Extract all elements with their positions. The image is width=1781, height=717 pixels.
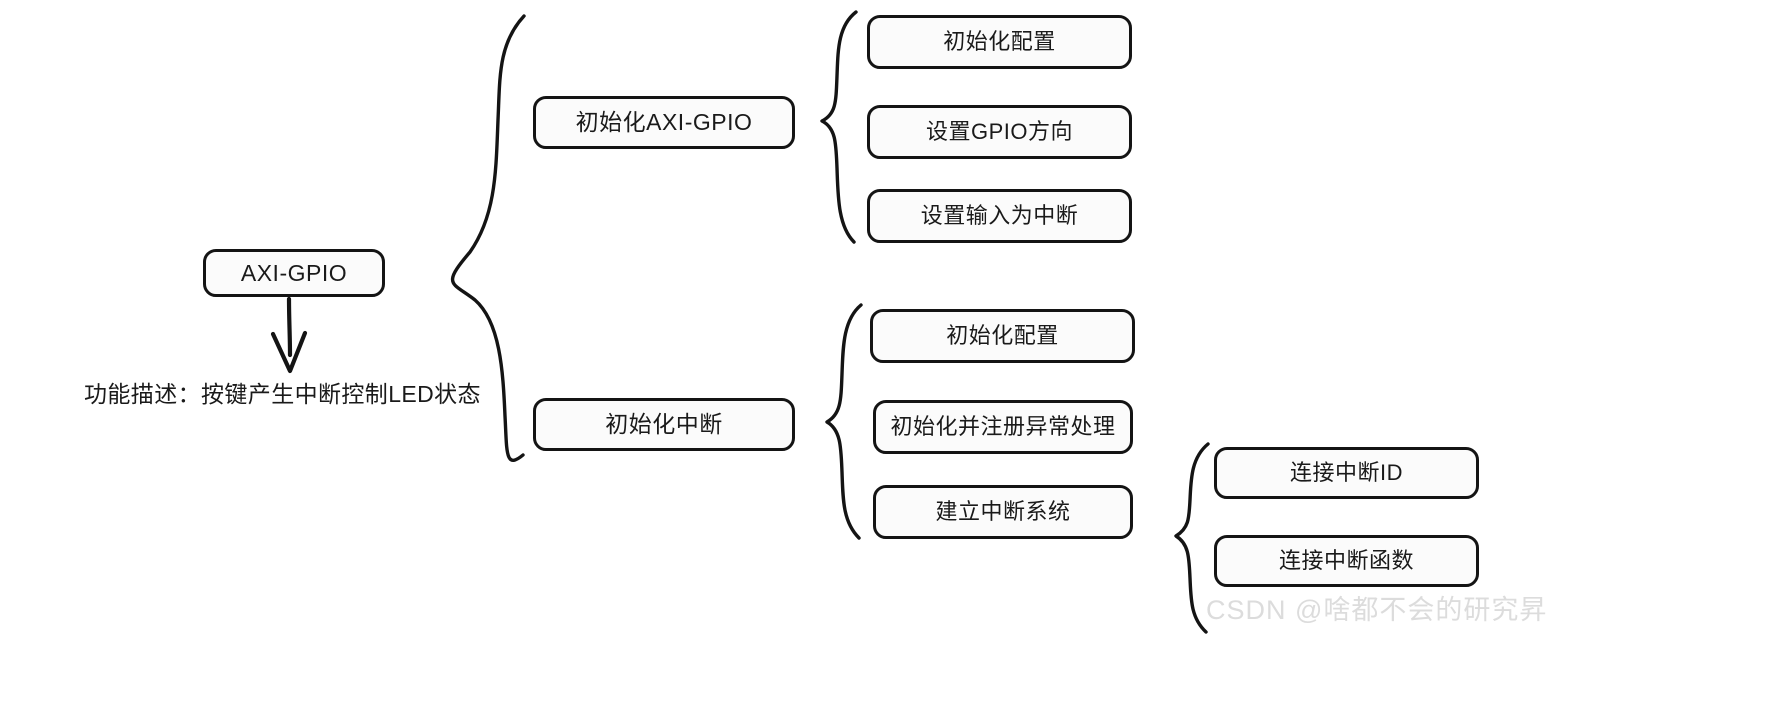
- node-interrupt-child-3-label: 建立中断系统: [935, 499, 1071, 524]
- node-connect-interrupt-id[interactable]: 连接中断ID: [1214, 447, 1479, 499]
- node-connect-interrupt-function-label: 连接中断函数: [1278, 548, 1414, 573]
- node-init-axi-gpio-label: 初始化AXI-GPIO: [575, 109, 753, 135]
- node-gpio-child-1[interactable]: 初始化配置: [867, 15, 1132, 69]
- node-connect-interrupt-id-label: 连接中断ID: [1289, 460, 1403, 485]
- csdn-watermark: CSDN @啥都不会的研究昇: [1206, 595, 1548, 625]
- branch2-brace: [825, 303, 863, 540]
- node-gpio-child-2-label: 设置GPIO方向: [925, 119, 1073, 144]
- node-init-interrupt[interactable]: 初始化中断: [533, 398, 795, 451]
- arrow-head-icon: [270, 330, 308, 374]
- node-init-interrupt-label: 初始化中断: [605, 411, 723, 437]
- root-brace: [450, 14, 526, 462]
- node-gpio-child-3[interactable]: 设置输入为中断: [867, 189, 1132, 243]
- node-interrupt-child-1-label: 初始化配置: [946, 323, 1059, 348]
- node-interrupt-child-1[interactable]: 初始化配置: [870, 309, 1135, 363]
- node-root-label: AXI-GPIO: [240, 259, 348, 286]
- branch3-brace: [1174, 442, 1210, 634]
- node-gpio-child-2[interactable]: 设置GPIO方向: [867, 105, 1132, 159]
- function-description: 功能描述：按键产生中断控制LED状态: [84, 381, 481, 407]
- node-gpio-child-3-label: 设置输入为中断: [920, 203, 1079, 228]
- node-root[interactable]: AXI-GPIO: [203, 249, 385, 297]
- root-to-description-arrow: [286, 296, 293, 358]
- node-init-axi-gpio[interactable]: 初始化AXI-GPIO: [533, 96, 795, 149]
- branch1-brace: [820, 10, 858, 244]
- node-interrupt-child-2[interactable]: 初始化并注册异常处理: [873, 400, 1133, 454]
- node-interrupt-child-2-label: 初始化并注册异常处理: [890, 414, 1116, 439]
- node-interrupt-child-3[interactable]: 建立中断系统: [873, 485, 1133, 539]
- node-gpio-child-1-label: 初始化配置: [943, 29, 1056, 54]
- node-connect-interrupt-function[interactable]: 连接中断函数: [1214, 535, 1479, 587]
